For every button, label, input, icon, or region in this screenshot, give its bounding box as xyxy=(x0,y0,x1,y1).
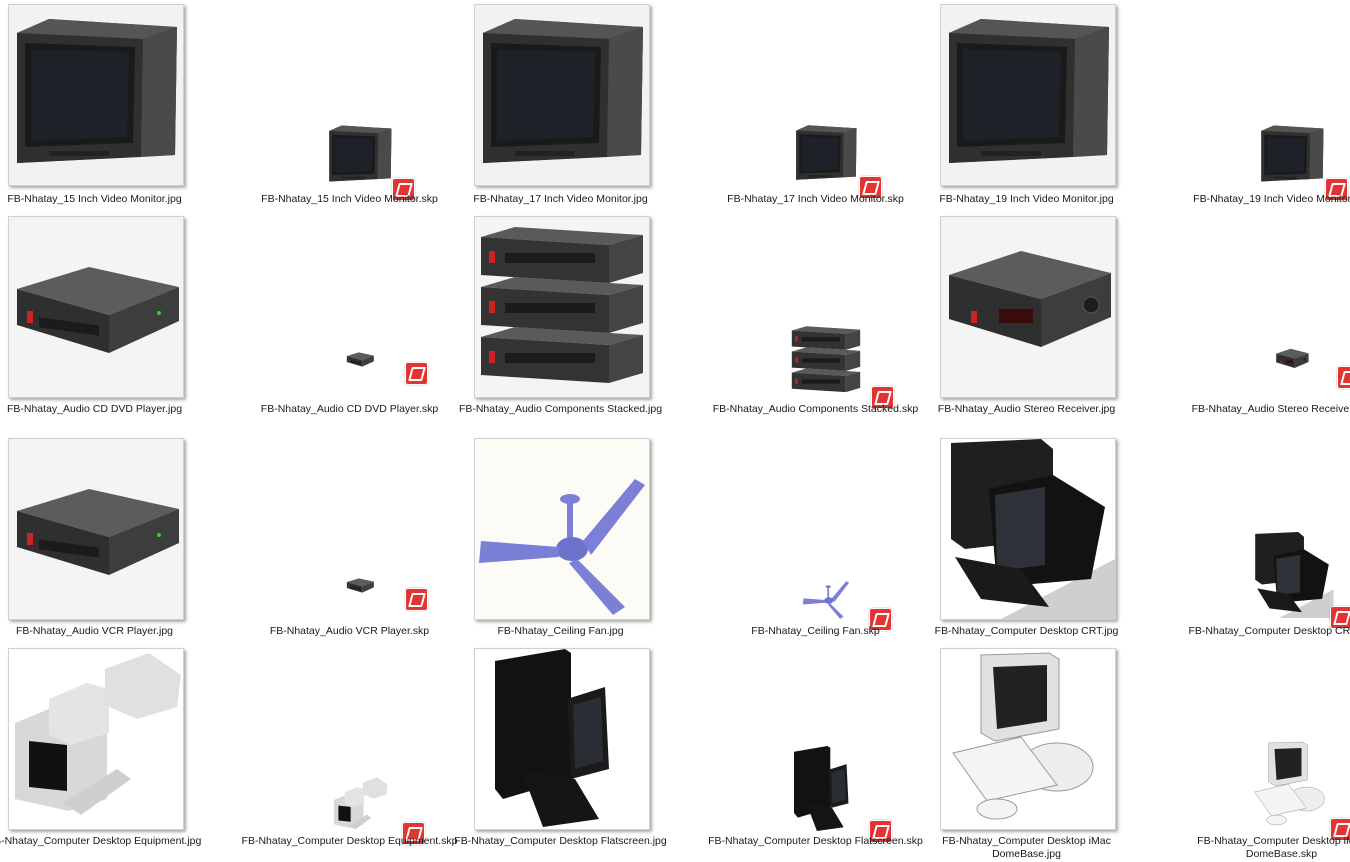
file-thumbnail[interactable] xyxy=(1165,648,1350,841)
file-thumbnail[interactable] xyxy=(8,438,241,624)
file-name-label[interactable]: FB-Nhatay_Ceiling Fan.jpg xyxy=(497,625,624,637)
sketchup-badge-icon xyxy=(1330,606,1350,629)
desktop-flatscreen-icon xyxy=(773,746,879,832)
sketchup-badge-icon xyxy=(1325,178,1348,201)
cd-dvd-player-icon xyxy=(8,216,184,398)
file-name-label[interactable]: FB-Nhatay_Audio Components Stacked.jpg xyxy=(458,403,663,415)
file-name-label[interactable]: FB-Nhatay_Computer Desktop Equipment.skp xyxy=(241,835,458,847)
video-monitor-icon xyxy=(1249,120,1335,190)
desktop-equipment-icon xyxy=(8,648,184,830)
file-thumbnail[interactable] xyxy=(699,648,932,843)
file-thumbnail[interactable] xyxy=(8,216,241,402)
file-name-label[interactable]: FB-Nhatay_Audio Components Stacked.skp xyxy=(712,403,919,415)
video-monitor-icon xyxy=(783,120,869,188)
file-name-label[interactable]: FB-Nhatay_Computer Desktop Flatscreen.sk… xyxy=(708,835,923,847)
vcr-player-icon xyxy=(8,438,184,620)
file-thumbnail[interactable] xyxy=(1165,438,1350,629)
file-name-label[interactable]: FB-Nhatay_Computer Desktop Flatscreen.jp… xyxy=(454,835,667,847)
video-monitor-icon xyxy=(940,4,1116,186)
file-name-label[interactable]: FB-Nhatay_Audio Stereo Receiver.jpg xyxy=(937,403,1116,415)
sketchup-badge-icon xyxy=(871,386,894,409)
desktop-equipment-icon xyxy=(308,776,412,834)
file-name-label[interactable]: FB-Nhatay_17 Inch Video Monitor.jpg xyxy=(473,193,648,205)
video-monitor-icon xyxy=(474,4,650,186)
desktop-crt-icon xyxy=(1244,532,1340,618)
file-thumbnail[interactable] xyxy=(8,648,241,834)
file-thumbnail[interactable] xyxy=(233,438,466,624)
file-name-label[interactable]: FB-Nhatay_Computer Desktop iMac DomeBase… xyxy=(1197,835,1350,860)
file-name-label[interactable]: FB-Nhatay_Audio Stereo Receiver.skp xyxy=(1191,403,1350,415)
file-name-label[interactable]: FB-Nhatay_Computer Desktop CRT.skp xyxy=(1188,625,1350,637)
sketchup-badge-icon xyxy=(1330,818,1350,841)
file-name-label[interactable]: FB-Nhatay_19 Inch Video Monitor.jpg xyxy=(939,193,1114,205)
imac-domebase-icon xyxy=(1244,740,1340,830)
audio-stack-icon xyxy=(771,322,881,398)
file-name-label[interactable]: FB-Nhatay_Audio CD DVD Player.jpg xyxy=(6,403,183,415)
file-thumbnail[interactable] xyxy=(233,648,466,845)
file-thumbnail[interactable] xyxy=(474,648,707,834)
file-thumbnail[interactable] xyxy=(8,4,241,190)
sketchup-badge-icon xyxy=(402,822,425,845)
file-name-label[interactable]: FB-Nhatay_Audio VCR Player.skp xyxy=(269,625,430,637)
file-thumbnail[interactable] xyxy=(940,216,1173,402)
video-monitor-icon xyxy=(8,4,184,186)
file-thumbnail[interactable] xyxy=(940,4,1173,190)
sketchup-badge-icon xyxy=(1337,366,1350,389)
file-name-label[interactable]: FB-Nhatay_Computer Desktop iMac DomeBase… xyxy=(942,835,1111,860)
file-thumbnail[interactable] xyxy=(940,648,1173,834)
file-thumbnail[interactable] xyxy=(699,216,932,409)
file-thumbnail[interactable] xyxy=(1165,216,1350,402)
file-thumbnail[interactable] xyxy=(699,4,932,199)
file-thumbnail[interactable] xyxy=(233,4,466,201)
sketchup-badge-icon xyxy=(869,820,892,843)
file-name-label[interactable]: FB-Nhatay_19 Inch Video Monitor.skp xyxy=(1193,193,1350,205)
file-thumbnail[interactable] xyxy=(1165,4,1350,201)
ceiling-fan-icon xyxy=(773,570,879,620)
ceiling-fan-icon xyxy=(474,438,650,620)
audio-stack-icon xyxy=(474,216,650,398)
desktop-flatscreen-icon xyxy=(474,648,650,830)
file-thumbnail[interactable] xyxy=(699,438,932,631)
file-name-label[interactable]: FB-Nhatay_15 Inch Video Monitor.jpg xyxy=(7,193,182,205)
file-thumbnail[interactable] xyxy=(474,438,707,624)
desktop-crt-icon xyxy=(940,438,1116,620)
sketchup-badge-icon xyxy=(869,608,892,631)
file-name-label[interactable]: FB-Nhatay_Audio CD DVD Player.skp xyxy=(260,403,439,415)
video-monitor-icon xyxy=(318,120,402,190)
file-thumbnail[interactable] xyxy=(233,216,466,402)
file-name-label[interactable]: FB-Nhatay_Computer Desktop Equipment.jpg xyxy=(0,835,202,847)
sketchup-badge-icon xyxy=(405,588,428,611)
file-thumbnail[interactable] xyxy=(940,438,1173,624)
file-name-label[interactable]: FB-Nhatay_17 Inch Video Monitor.skp xyxy=(727,193,904,205)
cd-dvd-player-icon xyxy=(305,344,415,374)
sketchup-badge-icon xyxy=(405,362,428,385)
stereo-receiver-icon xyxy=(1237,342,1347,378)
file-name-label[interactable]: FB-Nhatay_Audio VCR Player.jpg xyxy=(16,625,173,637)
sketchup-badge-icon xyxy=(859,176,882,199)
file-name-label[interactable]: FB-Nhatay_Computer Desktop CRT.jpg xyxy=(934,625,1119,637)
sketchup-badge-icon xyxy=(392,178,415,201)
vcr-player-icon xyxy=(305,570,415,600)
file-thumbnail[interactable] xyxy=(474,216,707,402)
file-thumbnail[interactable] xyxy=(474,4,707,190)
stereo-receiver-icon xyxy=(940,216,1116,398)
file-name-label[interactable]: FB-Nhatay_15 Inch Video Monitor.skp xyxy=(261,193,438,205)
imac-domebase-icon xyxy=(940,648,1116,830)
file-name-label[interactable]: FB-Nhatay_Ceiling Fan.skp xyxy=(751,625,880,637)
